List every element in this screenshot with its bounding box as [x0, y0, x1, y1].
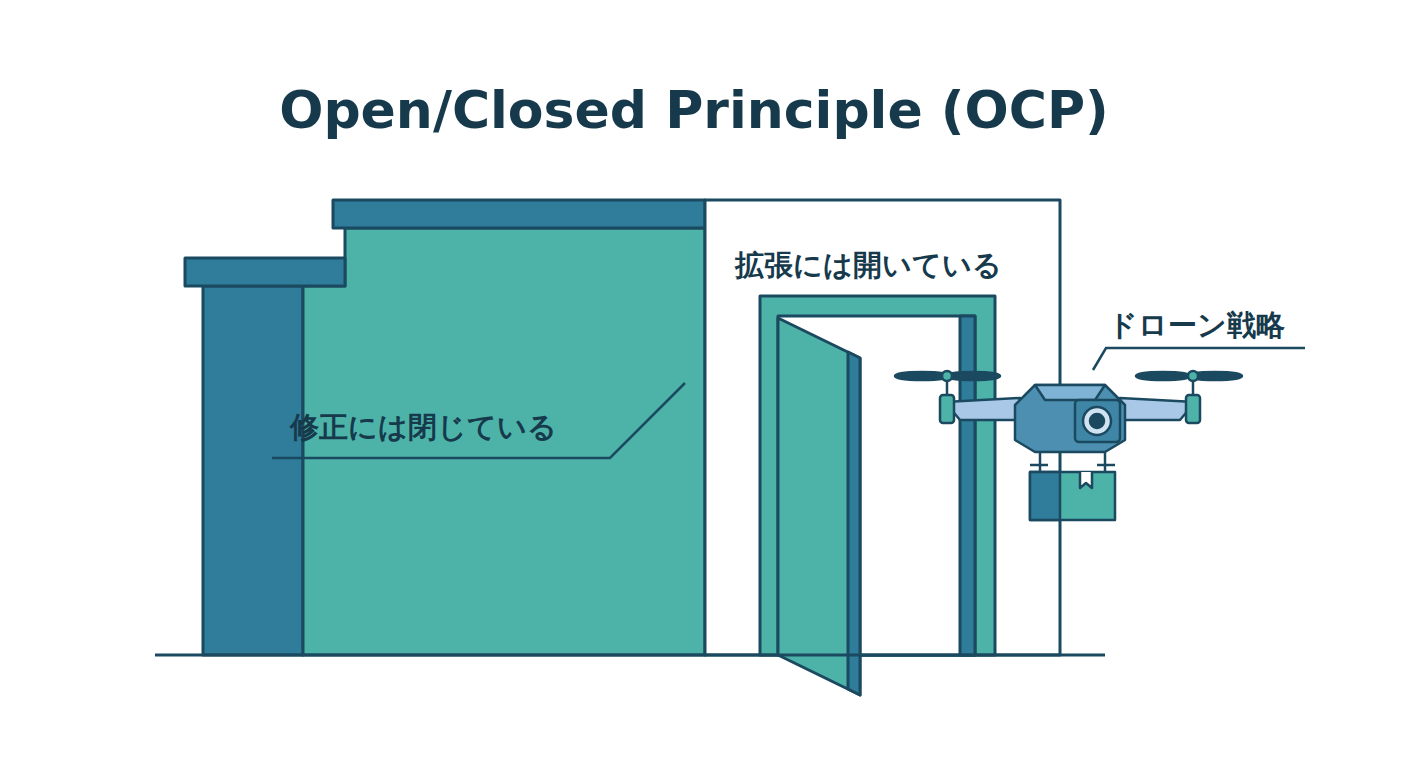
- roof-cap: [185, 258, 345, 286]
- closed-label: 修正には閉じている: [290, 408, 557, 448]
- drone-icon: [895, 371, 1242, 520]
- ground-line: [155, 654, 1105, 657]
- leader-line: [1093, 348, 1305, 370]
- leader-line: [272, 383, 685, 458]
- roof-cap: [333, 200, 705, 228]
- wall-shadow: [203, 286, 303, 655]
- open-label: 拡張には開いている: [735, 246, 1002, 286]
- door-jamb: [960, 316, 975, 655]
- diagram-title: Open/Closed Principle (OCP): [279, 80, 1109, 140]
- open-door: [778, 318, 860, 695]
- open-wall: [705, 200, 1060, 655]
- drone-label: ドローン戦略: [1108, 306, 1285, 346]
- door-edge: [848, 352, 860, 695]
